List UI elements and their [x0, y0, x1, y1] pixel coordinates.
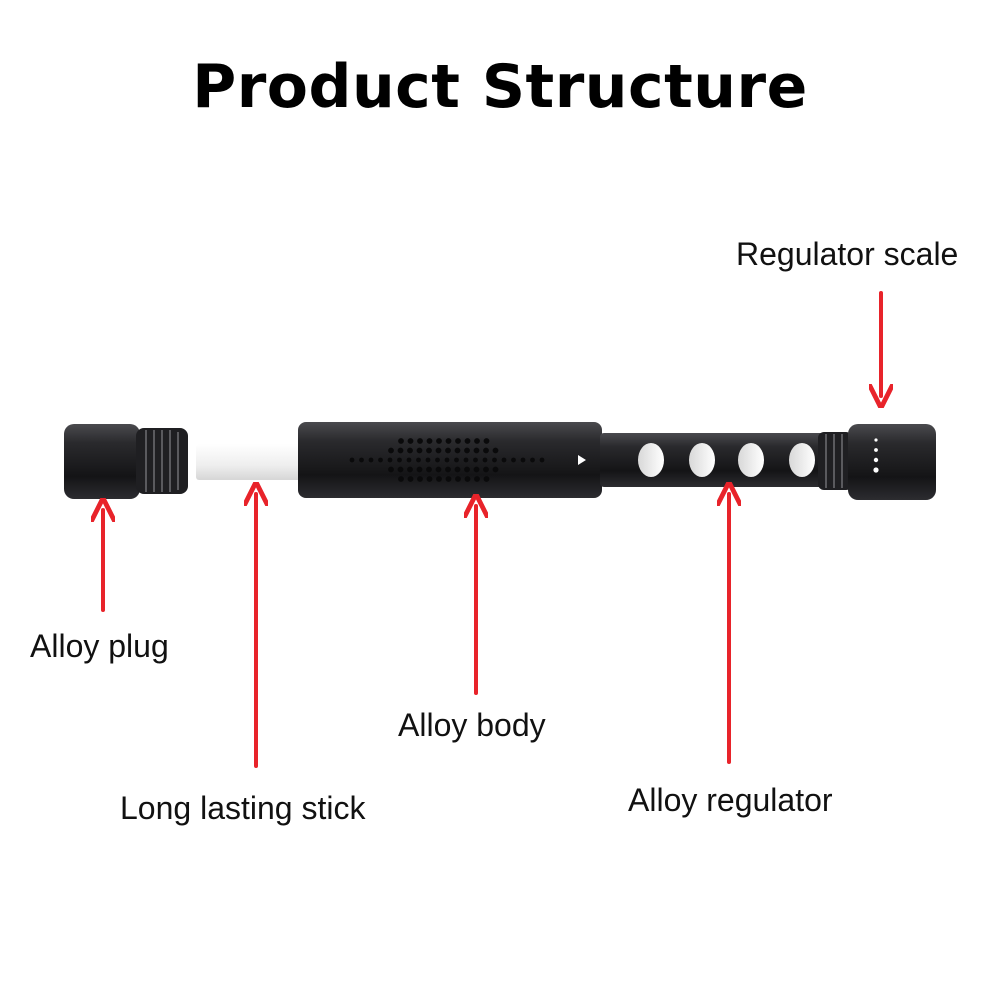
vent-hole [520, 457, 526, 463]
vent-hole [454, 447, 461, 454]
vent-hole [407, 438, 414, 444]
vent-hole [349, 457, 355, 463]
label-regulator-scale: Regulator scale [736, 236, 959, 272]
vent-hole [464, 438, 471, 444]
vent-hole [473, 457, 478, 463]
vent-hole [416, 466, 423, 473]
vent-hole [455, 476, 461, 482]
vent-hole [426, 476, 433, 482]
regulator-scale-dots [873, 438, 879, 473]
long-lasting-stick [196, 444, 306, 480]
vent-hole [492, 457, 497, 463]
vent-hole [436, 438, 442, 444]
alloy-regulator [600, 424, 936, 500]
vent-hole [445, 476, 452, 482]
vent-hole [387, 457, 393, 463]
vent-hole [511, 457, 516, 463]
vent-hole [426, 438, 433, 444]
vent-hole [492, 466, 499, 473]
vent-hole [474, 438, 480, 444]
vent-hole [368, 457, 374, 463]
vent-hole [407, 447, 413, 454]
vent-hole [445, 438, 452, 444]
vent-hole [483, 438, 490, 444]
vent-hole [359, 457, 364, 463]
page-title: Product Structure [192, 52, 808, 122]
triangle-marker [578, 455, 586, 465]
vent-hole [445, 447, 451, 454]
vent-hole [482, 457, 488, 463]
vent-hole [473, 466, 480, 473]
vent-hole [397, 447, 404, 454]
vent-hole [435, 447, 442, 454]
vent-hole [416, 447, 423, 454]
vent-hole [483, 447, 489, 454]
vent-hole [397, 457, 402, 463]
vent-hole [436, 476, 442, 482]
vent-hole [530, 457, 535, 463]
vent-hole [454, 457, 459, 463]
vent-hole [435, 457, 440, 463]
regulator-windows [638, 443, 815, 477]
alloy-plug [64, 424, 188, 499]
vent-hole [417, 438, 423, 444]
vent-hole [455, 438, 461, 444]
vent-hole [464, 476, 471, 482]
vent-hole [397, 466, 404, 473]
vent-hole [474, 476, 480, 482]
vent-hole [473, 447, 480, 454]
vent-hole [406, 457, 412, 463]
label-long-lasting-stick: Long lasting stick [120, 790, 366, 826]
vent-hole [501, 457, 507, 463]
vent-hole [539, 457, 545, 463]
alloy-body [298, 422, 602, 498]
vent-hole [407, 466, 413, 473]
vent-hole [388, 447, 394, 454]
vent-holes [349, 438, 545, 482]
vent-hole [417, 476, 423, 482]
vent-hole [426, 447, 432, 454]
vent-hole [426, 466, 432, 473]
vent-hole [425, 457, 431, 463]
vent-hole [388, 466, 394, 473]
vent-hole [483, 476, 490, 482]
label-alloy-regulator: Alloy regulator [628, 782, 833, 818]
vent-hole [445, 466, 451, 473]
vent-hole [464, 466, 470, 473]
vent-hole [444, 457, 450, 463]
vent-hole [463, 457, 469, 463]
vent-hole [435, 466, 442, 473]
vent-hole [378, 457, 383, 463]
vent-hole [483, 466, 489, 473]
vent-hole [454, 466, 461, 473]
vent-hole [492, 447, 499, 454]
vent-hole [398, 476, 404, 482]
vent-hole [416, 457, 421, 463]
label-alloy-plug: Alloy plug [30, 628, 169, 664]
vent-hole [464, 447, 470, 454]
vent-hole [407, 476, 414, 482]
vent-hole [398, 438, 404, 444]
label-alloy-body: Alloy body [398, 707, 546, 743]
